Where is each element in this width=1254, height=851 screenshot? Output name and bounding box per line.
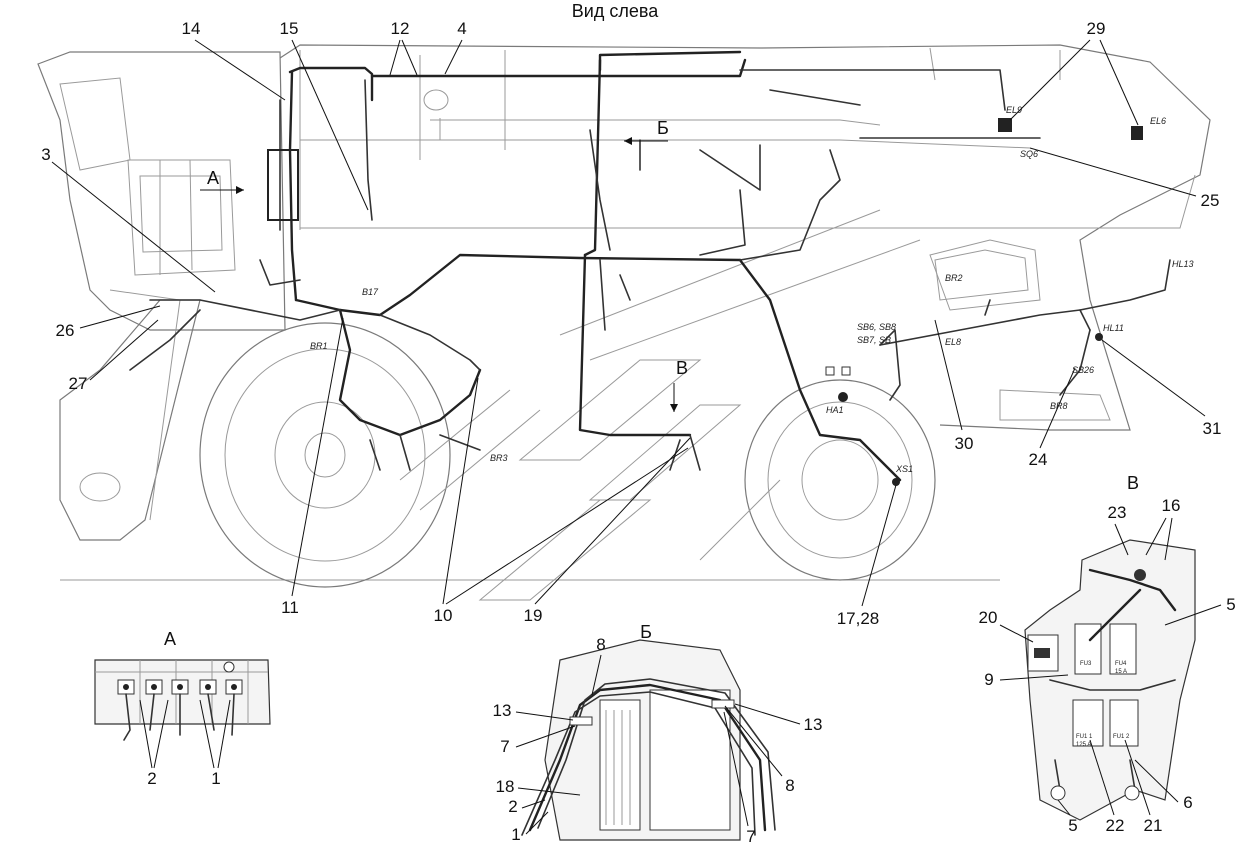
fuse-label-fu1-1: FU1 1 (1076, 734, 1093, 740)
inset-a-callout-2: 2 (147, 769, 156, 788)
callout-12: 12 (391, 19, 410, 38)
code-sb6-sb8: SB6, SB8 (857, 322, 896, 332)
inset-v-callout-5-top: 5 (1226, 595, 1235, 614)
callout-3: 3 (41, 145, 50, 164)
code-br1: BR1 (310, 341, 328, 351)
inset-b: Б 8 13 7 18 2 1 13 8 7 (493, 622, 823, 846)
code-br3: BR3 (490, 453, 508, 463)
code-el8: EL8 (945, 337, 961, 347)
inset-v-callout-6: 6 (1183, 793, 1192, 812)
code-sb26: SB26 (1072, 365, 1094, 375)
inset-b-callout-1: 1 (511, 825, 520, 844)
code-xs1: XS1 (895, 464, 913, 474)
code-b17: B17 (362, 287, 379, 297)
inset-b-callout-2: 2 (508, 797, 517, 816)
inset-b-callout-7-left: 7 (500, 737, 509, 756)
callout-14: 14 (182, 19, 201, 38)
inset-b-callout-13-left: 13 (493, 701, 512, 720)
inset-a-callout-1: 1 (211, 769, 220, 788)
callout-31: 31 (1203, 419, 1222, 438)
code-el6: EL6 (1150, 116, 1166, 126)
fuse-label-fu1-amps: 125 A (1076, 742, 1091, 748)
inset-b-title: Б (640, 622, 652, 642)
inset-b-callout-7-bottom: 7 (746, 827, 755, 846)
callout-29: 29 (1087, 19, 1106, 38)
callout-27: 27 (69, 374, 88, 393)
callout-25: 25 (1201, 191, 1220, 210)
callout-17-28: 17,28 (837, 609, 880, 628)
view-b-arrow-label: Б (657, 118, 669, 138)
view-arrows: А Б В (200, 118, 688, 412)
inset-b-callout-8-bottom: 8 (785, 776, 794, 795)
callout-19: 19 (524, 606, 543, 625)
callout-10: 10 (434, 606, 453, 625)
view-v-arrow-label: В (676, 358, 688, 378)
diagram-title: Вид слева (572, 1, 659, 21)
fuse-label-fu4-amps: 15 A (1115, 669, 1127, 675)
code-sb7-sb: SB7, SB (857, 335, 891, 345)
callout-11: 11 (281, 598, 299, 617)
inset-v: В FU3 FU4 15 A FU1 1 125 A FU1 2 23 16 5… (979, 473, 1236, 835)
inset-v-callout-22: 22 (1106, 816, 1125, 835)
inset-a: А 2 1 (94, 629, 271, 788)
callout-4: 4 (457, 19, 466, 38)
inset-b-callout-8-top: 8 (596, 635, 605, 654)
fuse-label-fu3: FU3 (1080, 661, 1092, 667)
code-hl13: HL13 (1172, 259, 1194, 269)
main-callouts: 14 15 12 4 29 3 25 26 27 11 10 19 17,28 … (41, 19, 1221, 628)
code-ha1: HA1 (826, 405, 844, 415)
code-hl11: HL11 (1103, 323, 1124, 333)
callout-30: 30 (955, 434, 974, 453)
combine-outline (37, 44, 1211, 601)
inset-b-callout-18: 18 (496, 777, 515, 796)
inset-a-title: А (164, 629, 176, 649)
inset-v-title: В (1127, 473, 1139, 493)
fuse-label-fu1-2: FU1 2 (1113, 734, 1130, 740)
view-a-arrow-label: А (207, 168, 219, 188)
inset-v-callout-9: 9 (984, 670, 993, 689)
inset-v-callout-21: 21 (1144, 816, 1163, 835)
inset-a-terminals (117, 679, 243, 695)
code-br2: BR2 (945, 273, 963, 283)
inset-v-callout-5-bottom: 5 (1068, 816, 1077, 835)
fuse-label-fu4: FU4 (1115, 661, 1127, 667)
inset-v-callout-20: 20 (979, 608, 998, 627)
callout-26: 26 (56, 321, 75, 340)
wiring-harness (129, 50, 1171, 486)
code-sq6: SQ6 (1020, 149, 1038, 159)
callout-15: 15 (280, 19, 299, 38)
callout-24: 24 (1029, 450, 1048, 469)
inset-v-callout-23: 23 (1108, 503, 1127, 522)
inset-v-callout-16: 16 (1162, 496, 1181, 515)
inset-b-callout-13-right: 13 (804, 715, 823, 734)
code-el9: EL9 (1006, 105, 1022, 115)
